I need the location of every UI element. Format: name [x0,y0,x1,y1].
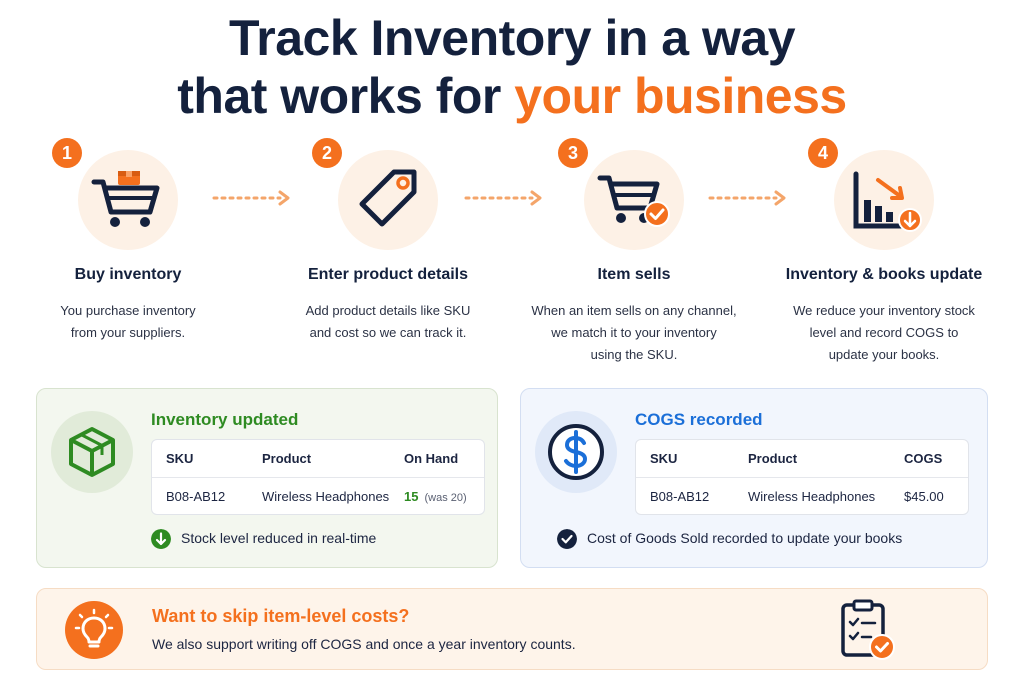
column-header-product: Product [262,451,312,466]
tip-title: Want to skip item-level costs? [152,606,410,626]
footer-text: Stock level reduced in real-time [181,530,377,546]
dollar-icon [548,424,604,480]
tip-banner: Want to skip item-level costs? We also s… [36,588,988,670]
price-tag-icon [359,169,417,227]
step-number: 2 [312,138,342,168]
cogs-table: SKU Product COGS B08-AB12 Wireless Headp… [635,439,969,515]
step-desc-line: we match it to your inventory [551,325,717,340]
box-icon [69,427,115,477]
dotted-arrow-icon [464,190,542,206]
panel-title: COGS recorded [635,410,763,429]
step-icon-circle [834,150,934,250]
box-icon-circle [51,411,133,493]
column-header-sku: SKU [166,451,194,466]
dollar-icon-circle [535,411,617,493]
step-description: We reduce your inventory stock level and… [764,300,1004,366]
footer-text: Cost of Goods Sold recorded to update yo… [587,530,903,546]
step-title: Item sells [597,266,671,283]
lightbulb-icon [74,608,114,648]
step-title: Enter product details [307,266,469,283]
step-title: Buy inventory [74,266,182,283]
inventory-table: SKU Product On Hand B08-AB12 Wireless He… [151,439,485,515]
dotted-arrow-icon [212,190,290,206]
inventory-updated-panel: Inventory updated SKU Product On Hand B0… [36,388,498,568]
arrow-down-circle-icon [151,529,171,549]
column-header-cogs: COGS [904,451,943,466]
step-description: You purchase inventory from your supplie… [8,300,248,344]
chart-down-icon [853,171,922,232]
lightbulb-icon-circle [65,601,123,659]
check-circle-icon [557,529,577,549]
page-title-accent: your business [514,68,847,124]
step-description: Add product details like SKU and cost so… [268,300,508,344]
cell-product: Wireless Headphones [262,489,390,504]
cart-box-icon [91,171,160,227]
cell-on-hand: 15 (was 20) [404,478,467,517]
column-header-sku: SKU [650,451,678,466]
step-desc-line: update your books. [828,347,940,362]
cell-cogs: $45.00 [904,489,944,504]
step-desc-line: and cost so we can track it. [309,325,467,340]
page-title-line-2: that works for your business [0,68,1024,124]
previous-on-hand: (was 20) [424,492,467,504]
step-desc-line: Add product details like SKU [305,303,471,318]
step-desc-line: We reduce your inventory stock [793,303,975,318]
step-desc-line: When an item sells on any channel, [531,303,737,318]
step-desc-line: level and record COGS to [809,325,959,340]
table-header: SKU Product COGS [636,440,968,478]
step-icon-circle [338,150,438,250]
cell-sku: B08-AB12 [650,489,710,504]
column-header-on-hand: On Hand [404,451,459,466]
page-title-prefix: that works for [177,68,515,124]
step-icon-circle [584,150,684,250]
cell-sku: B08-AB12 [166,489,226,504]
step-icon-circle [78,150,178,250]
clipboard-check-icon [841,599,895,660]
cart-check-icon [597,175,670,227]
table-row: B08-AB12 Wireless Headphones 15 (was 20) [152,478,484,516]
dotted-arrow-icon [708,190,786,206]
table-header: SKU Product On Hand [152,440,484,478]
step-number: 3 [558,138,588,168]
step-number: 1 [52,138,82,168]
page-title-line-1: Track Inventory in a way [228,10,796,66]
column-header-product: Product [748,451,798,466]
tip-description: We also support writing off COGS and onc… [152,636,576,652]
step-desc-line: from your suppliers. [70,325,186,340]
step-description: When an item sells on any channel, we ma… [514,300,754,366]
table-row: B08-AB12 Wireless Headphones $45.00 [636,478,968,516]
step-title: Inventory & books update [785,266,983,283]
step-number: 4 [808,138,838,168]
step-desc-line: using the SKU. [590,347,678,362]
cogs-recorded-panel: COGS recorded SKU Product COGS B08-AB12 … [520,388,988,568]
on-hand-value: 15 [404,489,419,504]
cell-product: Wireless Headphones [748,489,876,504]
step-desc-line: You purchase inventory [60,303,196,318]
panel-title: Inventory updated [151,410,299,429]
